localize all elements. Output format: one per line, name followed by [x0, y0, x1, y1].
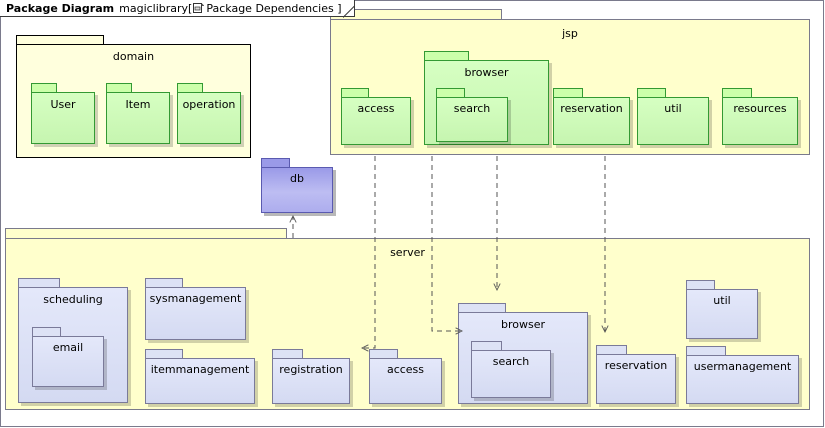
package-server-util-label: util: [713, 294, 731, 307]
diagram-icon: [193, 2, 205, 14]
package-jsp-browser-body: browser search: [424, 60, 549, 145]
package-server-browser-search-label: search: [492, 355, 530, 368]
diagram-model-label: magiclibrary[: [119, 1, 193, 15]
package-domain-label: domain: [112, 50, 155, 63]
package-domain[interactable]: domain User Item operation: [16, 35, 251, 158]
package-jsp[interactable]: jsp access browser search: [330, 9, 810, 155]
package-domain-user[interactable]: User: [31, 83, 95, 144]
package-server-util-body: util: [686, 289, 758, 339]
package-db-label: db: [290, 172, 304, 185]
package-server-reservation-label: reservation: [604, 359, 668, 372]
package-server-reservation-body: reservation: [596, 354, 676, 404]
package-db-body: db: [261, 167, 333, 213]
package-jsp-resources-body: resources: [722, 97, 798, 145]
package-jsp-access[interactable]: access: [341, 88, 411, 145]
package-server-usermanagement[interactable]: usermanagement: [686, 346, 799, 404]
package-server-scheduling-email-body: email: [32, 336, 104, 387]
package-server-body: server scheduling email sysmanagemen: [5, 238, 810, 410]
package-server-browser-label: browser: [500, 318, 545, 331]
package-jsp-label: jsp: [562, 27, 578, 40]
diagram-view-label: Package Dependencies ]: [206, 1, 342, 15]
package-server-scheduling-body: scheduling email: [18, 287, 128, 403]
package-server-itemmanagement[interactable]: itemmanagement: [145, 349, 255, 404]
package-server-registration-label: registration: [279, 363, 343, 376]
diagram-kind-label: Package Diagram: [6, 1, 115, 15]
package-server-usermanagement-label: usermanagement: [693, 360, 792, 373]
package-domain-item-label: Item: [125, 98, 151, 111]
package-server-util[interactable]: util: [686, 280, 758, 339]
package-server-access[interactable]: access: [369, 349, 442, 404]
package-server-label: server: [390, 246, 425, 259]
package-jsp-browser[interactable]: browser search: [424, 51, 549, 145]
package-jsp-access-label: access: [357, 102, 395, 115]
package-jsp-reservation-body: reservation: [553, 97, 630, 145]
frame-title-corner: [342, 0, 355, 18]
package-db[interactable]: db: [261, 158, 333, 213]
package-domain-operation-label: operation: [182, 98, 236, 111]
package-server-reservation[interactable]: reservation: [596, 345, 676, 404]
package-jsp-reservation[interactable]: reservation: [553, 88, 630, 145]
package-domain-item-body: Item: [106, 92, 170, 144]
package-domain-operation-body: operation: [177, 92, 241, 144]
package-jsp-resources[interactable]: resources: [722, 88, 798, 145]
package-server-browser-search-body: search: [471, 350, 551, 398]
diagram-frame-title: Package Diagram magiclibrary[ Package De…: [0, 0, 355, 18]
package-jsp-util-body: util: [637, 97, 709, 145]
package-jsp-browser-label: browser: [464, 66, 509, 79]
package-domain-user-body: User: [31, 92, 95, 144]
package-domain-operation[interactable]: operation: [177, 83, 241, 144]
package-server-sysmanagement[interactable]: sysmanagement: [145, 278, 246, 340]
package-jsp-util[interactable]: util: [637, 88, 709, 145]
package-server-scheduling-email-label: email: [52, 341, 84, 354]
package-server-usermanagement-body: usermanagement: [686, 355, 799, 404]
package-server-browser-body: browser search: [458, 312, 588, 404]
package-server-itemmanagement-label: itemmanagement: [150, 363, 250, 376]
package-jsp-browser-search[interactable]: search: [436, 88, 508, 142]
package-server-scheduling-email[interactable]: email: [32, 327, 104, 387]
package-server-access-label: access: [386, 363, 425, 376]
package-jsp-body: jsp access browser search: [330, 19, 810, 155]
package-server-scheduling-label: scheduling: [43, 293, 103, 306]
package-server-browser-search[interactable]: search: [471, 341, 551, 398]
package-server-access-body: access: [369, 358, 442, 404]
package-server-sysmanagement-body: sysmanagement: [145, 287, 246, 340]
package-server-registration-body: registration: [272, 358, 350, 404]
package-server-itemmanagement-body: itemmanagement: [145, 358, 255, 404]
package-domain-body: domain User Item operation: [16, 44, 251, 158]
package-jsp-reservation-label: reservation: [560, 102, 623, 115]
package-jsp-resources-label: resources: [733, 102, 787, 115]
package-domain-item[interactable]: Item: [106, 83, 170, 144]
package-domain-user-label: User: [50, 98, 76, 111]
package-jsp-browser-search-label: search: [453, 102, 491, 115]
package-server[interactable]: server scheduling email sysmanagemen: [5, 228, 810, 410]
package-server-registration[interactable]: registration: [272, 349, 350, 404]
package-server-sysmanagement-label: sysmanagement: [149, 292, 242, 305]
package-jsp-util-label: util: [664, 102, 682, 115]
package-server-scheduling[interactable]: scheduling email: [18, 278, 128, 403]
package-server-browser[interactable]: browser search: [458, 303, 588, 404]
package-jsp-browser-search-body: search: [436, 97, 508, 142]
package-jsp-access-body: access: [341, 97, 411, 145]
